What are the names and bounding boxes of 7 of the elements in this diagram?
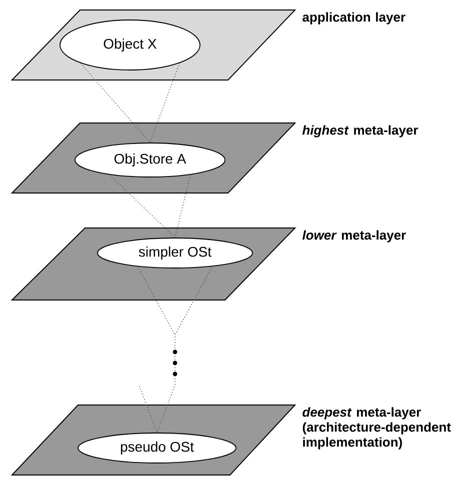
layer-label: lower meta-layer <box>302 230 406 242</box>
connector-line <box>109 174 191 238</box>
layer-label: deepest meta-layer (architecture-dependent implementation) <box>302 407 451 450</box>
layer-label: highest meta-layer <box>302 125 418 138</box>
connector-line <box>80 62 180 143</box>
layer-label: application layer <box>302 12 406 24</box>
connector-line <box>137 266 213 434</box>
